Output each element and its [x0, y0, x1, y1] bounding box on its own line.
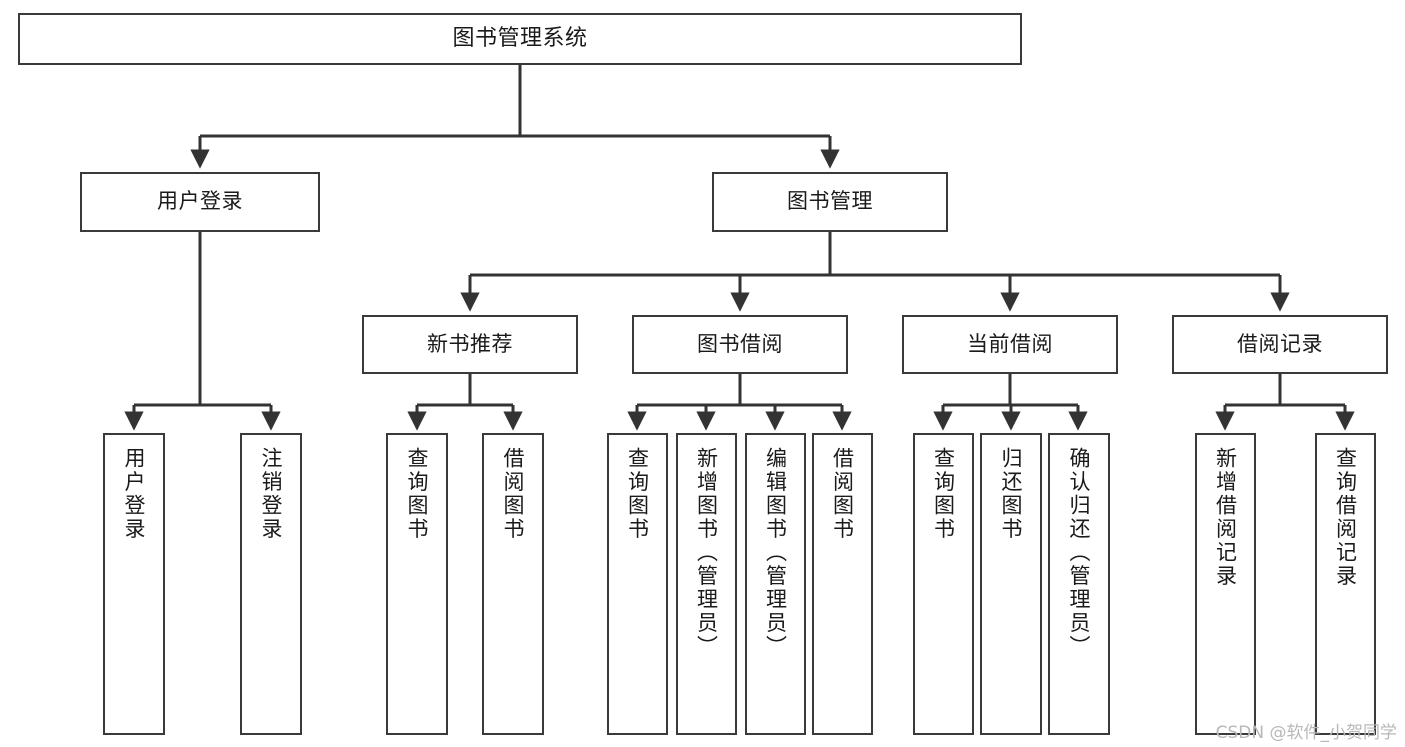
node-leaf-user-login-label: 用户登录	[122, 447, 147, 541]
node-leaf-add-book[interactable]: 新增图书（管理员）	[676, 433, 737, 735]
node-book-manage-label: 图书管理	[787, 189, 873, 214]
node-book-borrow-label: 图书借阅	[697, 331, 783, 356]
node-leaf-logout[interactable]: 注销登录	[240, 433, 302, 735]
node-leaf-borrow-book-1-label: 借阅图书	[501, 447, 526, 541]
node-leaf-query-book-1-label: 查询图书	[405, 447, 430, 541]
node-leaf-add-book-label: 新增图书（管理员）	[694, 447, 719, 659]
csdn-watermark: CSDN @软件_小贺同学	[1215, 723, 1397, 743]
node-new-book-recommend[interactable]: 新书推荐	[362, 315, 578, 374]
node-leaf-borrow-book-1[interactable]: 借阅图书	[482, 433, 544, 735]
node-leaf-query-book-1[interactable]: 查询图书	[386, 433, 448, 735]
node-root-label: 图书管理系统	[452, 26, 588, 52]
node-root[interactable]: 图书管理系统	[18, 13, 1022, 65]
node-leaf-query-book-2[interactable]: 查询图书	[607, 433, 668, 735]
node-user-login[interactable]: 用户登录	[80, 172, 320, 232]
node-book-manage[interactable]: 图书管理	[712, 172, 948, 232]
node-borrow-record[interactable]: 借阅记录	[1172, 315, 1388, 374]
node-leaf-edit-book-label: 编辑图书（管理员）	[763, 447, 788, 659]
node-book-borrow[interactable]: 图书借阅	[632, 315, 848, 374]
node-current-borrow-label: 当前借阅	[967, 331, 1053, 356]
node-leaf-add-record[interactable]: 新增借阅记录	[1195, 433, 1256, 735]
node-leaf-query-book-3[interactable]: 查询图书	[913, 433, 974, 735]
node-leaf-add-record-label: 新增借阅记录	[1213, 447, 1238, 588]
node-leaf-confirm-return-label: 确认归还（管理员）	[1067, 447, 1092, 659]
node-leaf-query-book-3-label: 查询图书	[931, 447, 956, 541]
node-leaf-confirm-return[interactable]: 确认归还（管理员）	[1048, 433, 1110, 735]
node-leaf-return-book[interactable]: 归还图书	[980, 433, 1042, 735]
node-leaf-query-record-label: 查询借阅记录	[1333, 447, 1358, 588]
node-leaf-borrow-book-2-label: 借阅图书	[830, 447, 855, 541]
node-borrow-record-label: 借阅记录	[1237, 331, 1323, 356]
node-current-borrow[interactable]: 当前借阅	[902, 315, 1118, 374]
node-user-login-label: 用户登录	[157, 189, 243, 214]
node-leaf-borrow-book-2[interactable]: 借阅图书	[812, 433, 873, 735]
node-leaf-user-login[interactable]: 用户登录	[103, 433, 165, 735]
node-leaf-return-book-label: 归还图书	[999, 447, 1024, 541]
node-new-book-recommend-label: 新书推荐	[427, 331, 513, 356]
node-leaf-query-record[interactable]: 查询借阅记录	[1315, 433, 1376, 735]
node-leaf-query-book-2-label: 查询图书	[625, 447, 650, 541]
node-leaf-logout-label: 注销登录	[259, 447, 284, 541]
node-leaf-edit-book[interactable]: 编辑图书（管理员）	[745, 433, 806, 735]
